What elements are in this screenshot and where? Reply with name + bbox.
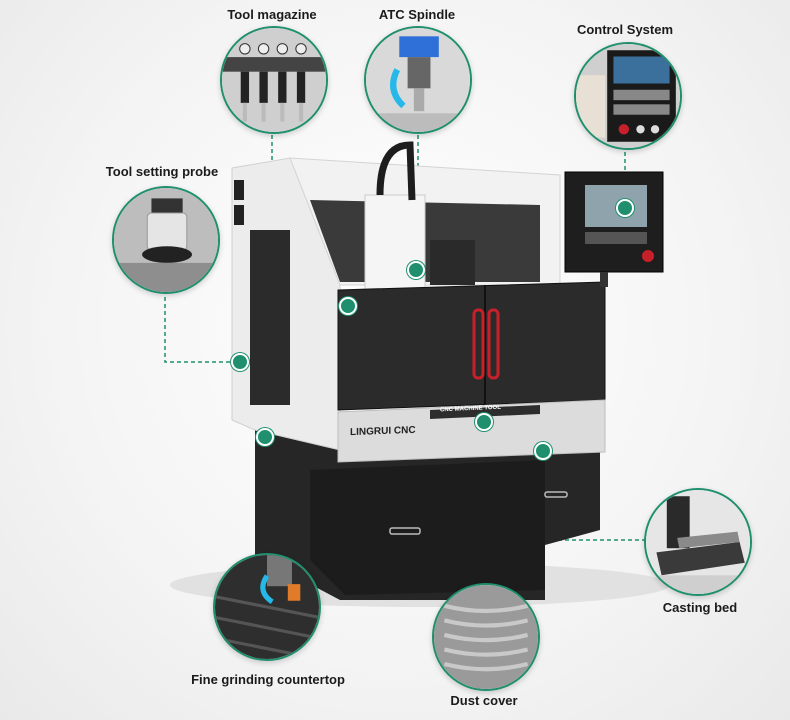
control-system-icon [576, 44, 680, 148]
tool-setting-probe-icon [114, 188, 218, 292]
door-handle-right [487, 308, 500, 380]
callout-tool-probe[interactable] [112, 186, 220, 294]
control-keys [585, 232, 647, 244]
control-arm [600, 272, 608, 287]
marker-grinding-countertop[interactable] [256, 428, 274, 446]
callout-tool-magazine[interactable] [220, 26, 328, 134]
atc-spindle-icon [366, 28, 470, 132]
lower-cabinet-front [310, 460, 545, 595]
marker-dust-cover[interactable] [475, 413, 493, 431]
callout-label-grinding-countertop: Fine grinding countertop [191, 672, 345, 687]
cable-chain [376, 141, 416, 201]
callout-label-tool-probe: Tool setting probe [105, 164, 219, 179]
door-handle-left [472, 308, 485, 380]
marker-tool-probe[interactable] [231, 353, 249, 371]
marker-casting-bed[interactable] [534, 442, 552, 460]
dust-cover-icon [434, 585, 538, 689]
callout-label-dust-cover: Dust cover [450, 693, 518, 708]
panel-label-strip [430, 405, 540, 419]
callout-label-control-system: Control System [576, 22, 674, 37]
marker-control-system[interactable] [616, 199, 634, 217]
drawer-handle-left [389, 527, 421, 535]
spindle-motor [430, 240, 475, 285]
marker-tool-magazine[interactable] [339, 297, 357, 315]
tool-magazine-icon [222, 28, 326, 132]
side-vent-1 [234, 180, 244, 200]
side-vent-2 [234, 205, 244, 225]
callout-atc-spindle[interactable] [364, 26, 472, 134]
marker-atc-spindle[interactable] [407, 261, 425, 279]
callout-grinding-countertop[interactable] [213, 553, 321, 661]
callout-casting-bed[interactable] [644, 488, 752, 596]
side-window [250, 230, 290, 405]
callout-label-tool-magazine: Tool magazine [227, 7, 317, 22]
brand-logo: LINGRUI CNC [350, 424, 416, 439]
front-door [337, 281, 606, 411]
casting-bed-icon [646, 490, 750, 594]
grinding-countertop-icon [215, 555, 319, 659]
callout-control-system[interactable] [574, 42, 682, 150]
callout-dust-cover[interactable] [432, 583, 540, 691]
callout-label-casting-bed: Casting bed [662, 600, 738, 615]
drawer-handle-right [544, 491, 568, 498]
estop-button [642, 250, 654, 262]
leader-tool-probe [164, 290, 240, 363]
callout-label-atc-spindle: ATC Spindle [378, 7, 456, 22]
